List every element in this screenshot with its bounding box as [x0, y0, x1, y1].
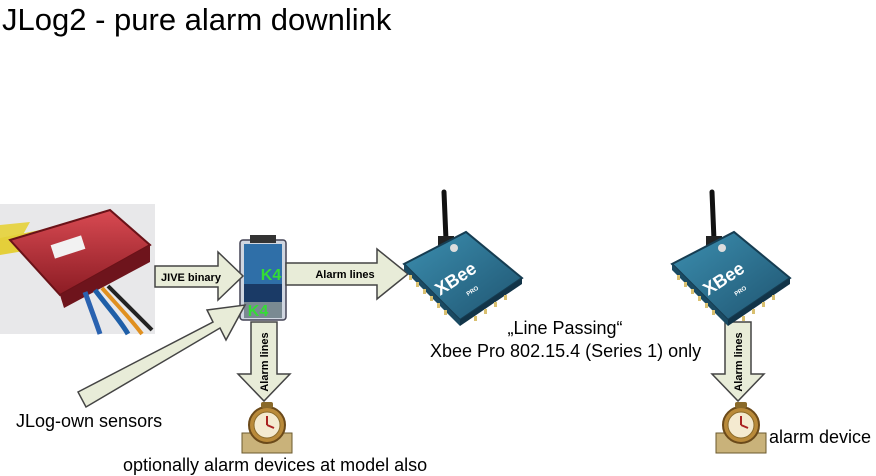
- k4-bottom-label: K4: [248, 303, 269, 320]
- jive-binary-label: JIVE binary: [161, 272, 222, 284]
- alarm-lines-label: Alarm lines: [315, 269, 374, 281]
- jlog-logger-board: [239, 235, 287, 321]
- alarm-lines-vertical-label-1: Alarm lines: [259, 332, 271, 391]
- alarm-lines-horizontal-arrow: [285, 247, 410, 301]
- page-title: JLog2 - pure alarm downlink: [2, 2, 392, 37]
- sensors-label: JLog-own sensors: [16, 411, 163, 431]
- xbee-spec-label: Xbee Pro 802.15.4 (Series 1) only: [430, 341, 702, 361]
- alarm-lines-vertical-arrow-2: [710, 321, 766, 403]
- alarm-clock-icon: [241, 401, 293, 454]
- esc-controller-photo: [0, 204, 155, 336]
- line-passing-label: „Line Passing“: [507, 318, 623, 338]
- jive-binary-arrow: [154, 250, 245, 302]
- alarm-lines-vertical-label-2: Alarm lines: [733, 332, 745, 391]
- alarm-lines-vertical-arrow-1: [236, 321, 292, 403]
- k4-top-label: K4: [261, 267, 282, 284]
- optional-alarm-label: optionally alarm devices at model also: [123, 455, 428, 475]
- xbee-module-icon: [404, 192, 522, 326]
- alarm-device-label: alarm device: [769, 427, 872, 447]
- alarm-clock-icon: [715, 401, 767, 454]
- sensors-arrow: [76, 304, 247, 409]
- xbee-module-icon: [672, 192, 790, 326]
